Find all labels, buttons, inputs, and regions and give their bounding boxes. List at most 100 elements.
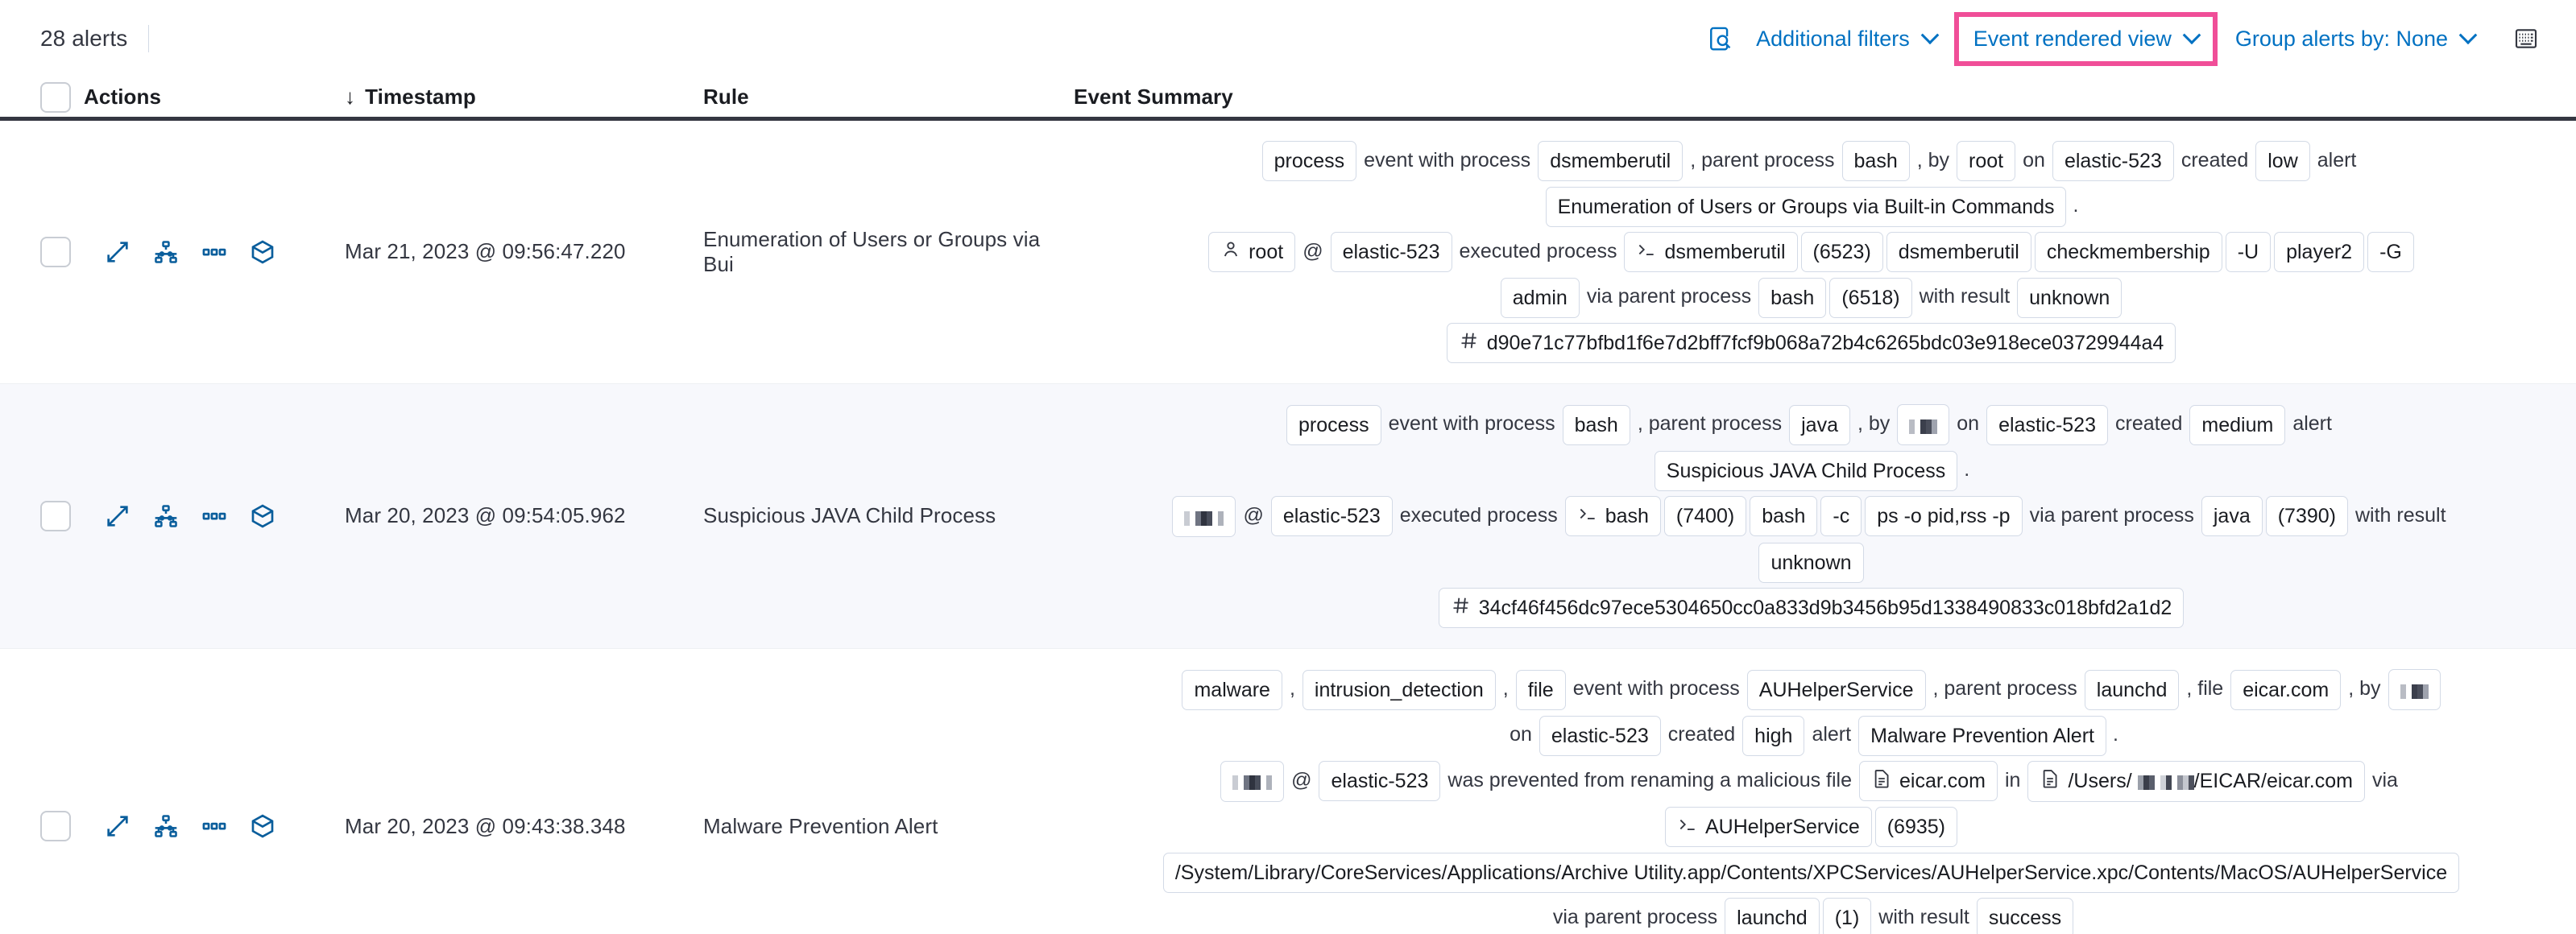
summary-chip[interactable]: player2: [2274, 232, 2365, 273]
summary-chip[interactable]: bash: [1750, 496, 1818, 537]
summary-chip[interactable]: /Users//EICAR/eicar.com: [2027, 760, 2365, 803]
summary-chip[interactable]: success: [1976, 898, 2074, 934]
summary-chip[interactable]: elastic-523: [1986, 404, 2108, 445]
column-header-event-summary[interactable]: Event Summary: [1074, 85, 1233, 109]
summary-chip[interactable]: (7390): [2265, 496, 2348, 537]
summary-chip[interactable]: bash: [1564, 496, 1661, 537]
summary-chip[interactable]: malware: [1182, 669, 1282, 710]
summary-chip[interactable]: launchd: [1725, 898, 1820, 934]
summary-chip[interactable]: medium: [2189, 404, 2286, 445]
summary-chip[interactable]: high: [1742, 715, 1805, 756]
session-view-icon[interactable]: [250, 239, 275, 265]
summary-chip[interactable]: bash: [1562, 404, 1630, 445]
summary-chip[interactable]: d90e71c77bfbd1f6e7d2bff7fcf9b068a72b4c62…: [1446, 322, 2176, 363]
expand-icon[interactable]: [105, 239, 130, 265]
summary-chip[interactable]: process: [1261, 141, 1357, 182]
summary-chip[interactable]: (7400): [1663, 496, 1747, 537]
row-select-checkbox[interactable]: [40, 236, 71, 267]
summary-chip[interactable]: launchd: [2084, 669, 2180, 710]
summary-chip[interactable]: file: [1515, 669, 1566, 710]
summary-chip[interactable]: dsmemberutil: [1886, 232, 2031, 273]
summary-chip[interactable]: (6518): [1829, 277, 1912, 318]
summary-chip[interactable]: -c: [1820, 496, 1862, 537]
summary-chip[interactable]: low: [2255, 141, 2310, 182]
summary-chip[interactable]: unknown: [1758, 542, 1864, 583]
summary-chip[interactable]: elastic-523: [2052, 141, 2174, 182]
summary-chip[interactable]: checkmembership: [2034, 232, 2222, 273]
summary-chip[interactable]: elastic-523: [1539, 715, 1661, 756]
summary-chip[interactable]: root: [1957, 141, 2016, 182]
summary-chip[interactable]: root: [1208, 232, 1296, 273]
summary-chip[interactable]: admin: [1500, 277, 1580, 318]
summary-chip[interactable]: Enumeration of Users or Groups via Built…: [1545, 186, 2067, 227]
keyboard-icon[interactable]: [2513, 26, 2539, 52]
alerts-table: Actions ↓ Timestamp Rule Event Summary M…: [0, 77, 2576, 934]
summary-chip[interactable]: -G: [2367, 232, 2414, 273]
summary-chip[interactable]: AUHelperService: [1746, 669, 1926, 710]
summary-chip[interactable]: elastic-523: [1330, 232, 1452, 273]
more-actions-icon[interactable]: [201, 503, 227, 529]
summary-chip[interactable]: [2388, 668, 2441, 711]
event-rendered-view-button[interactable]: Event rendered view: [1969, 26, 2203, 52]
row-rule-name[interactable]: Suspicious JAVA Child Process: [703, 503, 996, 528]
expand-icon[interactable]: [105, 813, 130, 839]
column-header-rule[interactable]: Rule: [703, 85, 749, 109]
summary-chip[interactable]: ps -o pid,rss -p: [1865, 496, 2023, 537]
row-select-cell: [40, 236, 84, 267]
event-summary-line: unknown: [1082, 539, 2541, 585]
summary-chip-label: Suspicious JAVA Child Process: [1666, 459, 1946, 482]
more-actions-icon[interactable]: [201, 239, 227, 265]
row-select-checkbox[interactable]: [40, 500, 71, 531]
summary-chip[interactable]: elastic-523: [1270, 496, 1393, 537]
summary-chip[interactable]: eicar.com: [2230, 669, 2342, 710]
summary-chip[interactable]: unknown: [2017, 277, 2123, 318]
summary-chip[interactable]: process: [1286, 404, 1381, 445]
summary-chip[interactable]: intrusion_detection: [1302, 669, 1496, 710]
select-all-checkbox[interactable]: [40, 81, 71, 113]
summary-chip[interactable]: (1): [1822, 898, 1872, 934]
summary-chip[interactable]: [1220, 760, 1285, 803]
summary-chip[interactable]: 34cf46f456dc97ece5304650cc0a833d9b3456b9…: [1438, 587, 2185, 628]
row-rule-name[interactable]: Enumeration of Users or Groups via Bui: [703, 226, 1041, 276]
summary-chip[interactable]: [1897, 403, 1950, 446]
additional-filters-button[interactable]: Additional filters: [1743, 19, 1949, 60]
summary-chip[interactable]: java: [1789, 404, 1850, 445]
expand-icon[interactable]: [105, 503, 130, 529]
summary-chip[interactable]: bash: [1758, 277, 1827, 318]
summary-chip[interactable]: eicar.com: [1859, 761, 1998, 802]
summary-chip[interactable]: dsmemberutil: [1538, 141, 1684, 182]
analyzer-icon[interactable]: [153, 503, 179, 529]
analyzer-icon[interactable]: [153, 813, 179, 839]
summary-chip[interactable]: Suspicious JAVA Child Process: [1654, 450, 1958, 491]
inspect-query-icon[interactable]: [1700, 19, 1743, 59]
select-all-cell: [40, 81, 84, 113]
summary-chip[interactable]: dsmemberutil: [1624, 232, 1798, 273]
summary-chip[interactable]: -U: [2225, 232, 2272, 273]
row-timestamp: Mar 20, 2023 @ 09:43:38.348: [345, 813, 626, 838]
group-alerts-by-button[interactable]: Group alerts by: None: [2222, 19, 2487, 60]
session-view-icon[interactable]: [250, 813, 275, 839]
table-row[interactable]: Mar 20, 2023 @ 09:43:38.348 Malware Preve…: [0, 648, 2576, 934]
summary-chip[interactable]: elastic-523: [1319, 761, 1441, 802]
summary-chip[interactable]: [1172, 495, 1236, 538]
redacted-text: [2400, 675, 2429, 705]
session-view-icon[interactable]: [250, 503, 275, 529]
summary-text: , file: [2186, 677, 2224, 700]
column-header-actions[interactable]: Actions: [84, 85, 162, 109]
summary-chip[interactable]: java: [2201, 496, 2263, 537]
summary-chip-label: -U: [2237, 241, 2259, 264]
row-select-checkbox[interactable]: [40, 811, 71, 842]
summary-chip[interactable]: bash: [1841, 141, 1910, 182]
summary-chip[interactable]: /System/Library/CoreServices/Application…: [1162, 852, 2460, 893]
column-header-timestamp[interactable]: ↓ Timestamp: [345, 85, 703, 110]
summary-chip-label: root: [1969, 150, 2004, 173]
summary-chip[interactable]: AUHelperService: [1664, 807, 1872, 848]
analyzer-icon[interactable]: [153, 239, 179, 265]
summary-chip[interactable]: (6523): [1800, 232, 1883, 273]
summary-chip[interactable]: Malware Prevention Alert: [1858, 715, 2106, 756]
summary-chip[interactable]: (6935): [1874, 807, 1957, 848]
more-actions-icon[interactable]: [201, 813, 227, 839]
row-rule-name[interactable]: Malware Prevention Alert: [703, 813, 938, 838]
